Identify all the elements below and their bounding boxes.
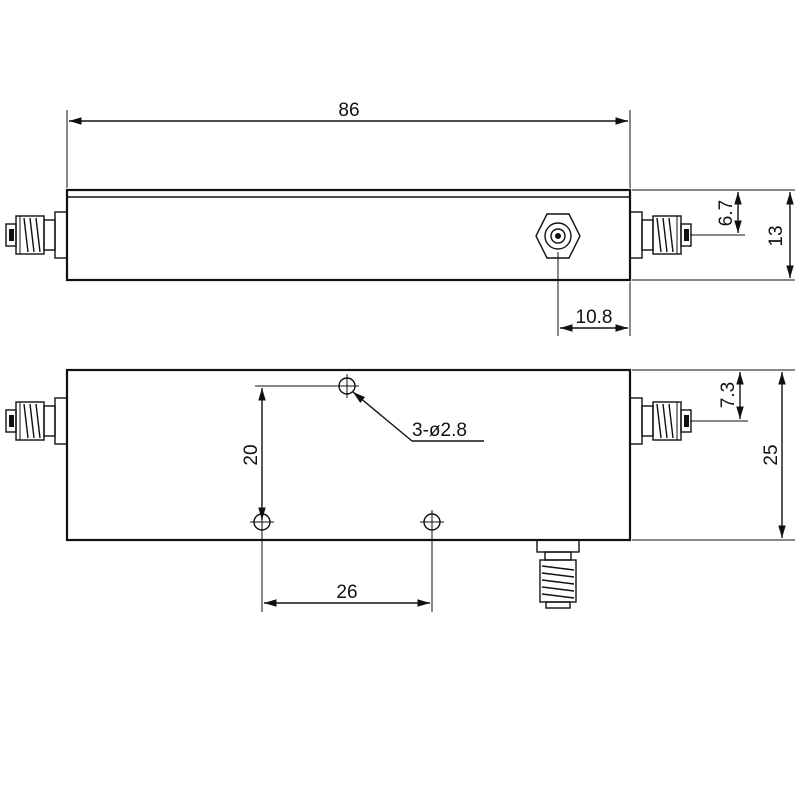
coupled-port-hex-nut — [535, 213, 581, 259]
right-sma-connector-top — [629, 397, 692, 445]
dim-overall-length: 86 — [338, 100, 359, 121]
dim-top-height-offset: 7.3 — [718, 382, 739, 408]
dim-side-height-half: 6.7 — [716, 200, 737, 226]
bottom-sma-connector — [536, 539, 580, 609]
left-sma-connector-side — [5, 211, 68, 259]
mounting-hole-top — [335, 374, 359, 398]
mounting-hole-bottom-right — [420, 510, 444, 534]
dim-hole-spacing-vertical: 20 — [241, 444, 262, 465]
hole-callout-leader — [352, 391, 413, 442]
top-view-body — [65, 368, 632, 542]
right-sma-connector-side — [629, 211, 692, 259]
top-view: 20 26 3-ø2.8 7.3 25 — [5, 368, 795, 612]
dim-top-width: 25 — [761, 444, 782, 465]
dim-hole-spacing-horizontal: 26 — [336, 582, 357, 603]
left-sma-connector-top — [5, 397, 68, 445]
dim-side-height: 13 — [766, 225, 787, 246]
side-view: 86 6.7 13 10.8 — [5, 100, 795, 336]
dim-port-offset: 10.8 — [576, 307, 613, 328]
hole-spec-callout: 3-ø2.8 — [412, 420, 467, 441]
